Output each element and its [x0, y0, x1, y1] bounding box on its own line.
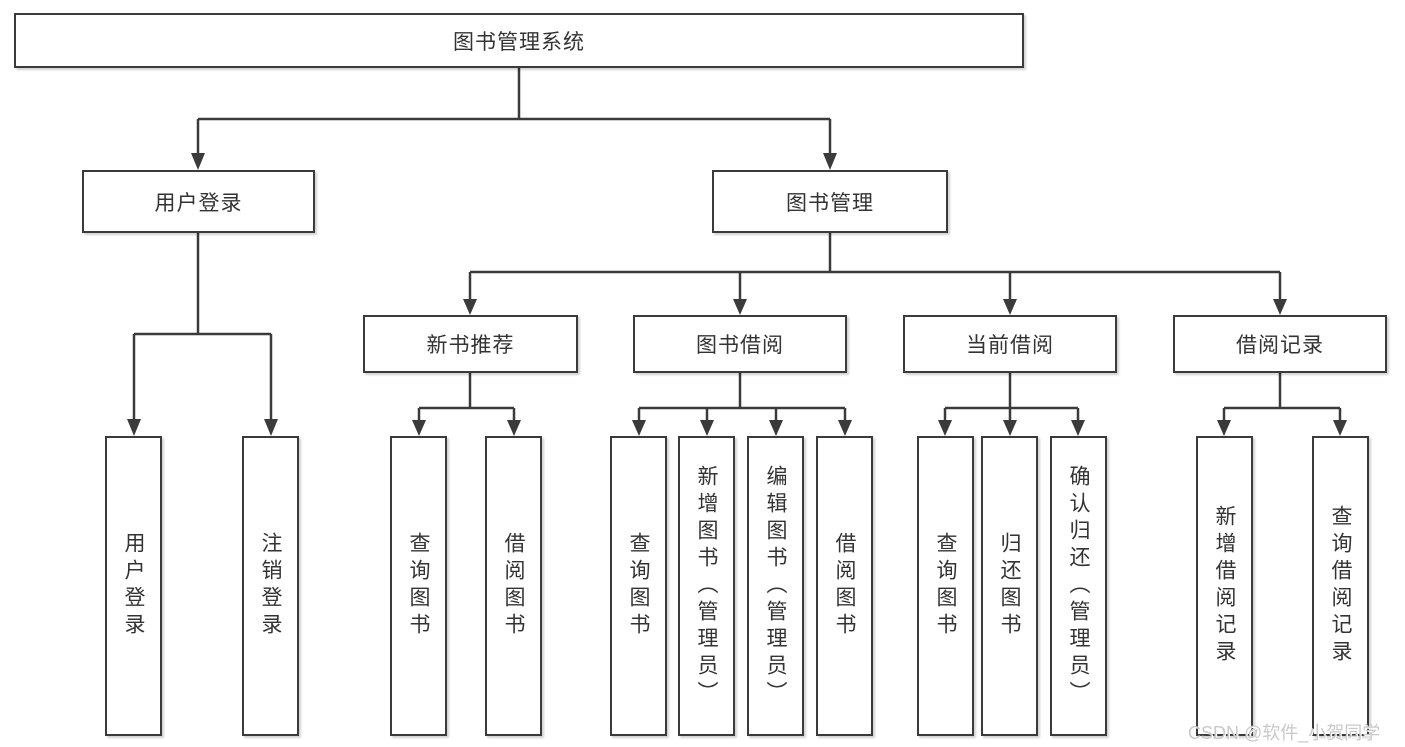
connector-book-borrow-to-leaves [632, 373, 852, 436]
node-user-login: 用户登录 [82, 170, 315, 233]
leaf-confirm-return-admin: 确认归还（管理员） [1050, 436, 1107, 736]
leaf-add-books-admin-label: 新增图书（管理员） [695, 464, 718, 708]
connector-new-book-rec-to-leaves [412, 373, 521, 436]
connector-borrow-records-to-leaves [1217, 373, 1347, 436]
node-book-management: 图书管理 [712, 170, 948, 233]
leaf-edit-books-admin-label: 编辑图书（管理员） [764, 464, 787, 708]
node-user-login-label: 用户登录 [154, 191, 243, 215]
leaf-logout: 注销登录 [242, 436, 299, 736]
node-borrow-records: 借阅记录 [1173, 315, 1387, 373]
csdn-watermark: CSDN @软件_小贺同学 [1188, 723, 1381, 743]
leaf-borrow-books-1: 借阅图书 [485, 436, 542, 736]
connector-book-mgmt-to-level3 [463, 233, 1287, 315]
leaf-query-books-1-label: 查询图书 [407, 532, 430, 640]
leaf-user-login: 用户登录 [105, 436, 162, 736]
node-new-book-recommend-label: 新书推荐 [426, 334, 515, 357]
leaf-return-books-label: 归还图书 [998, 532, 1021, 640]
leaf-add-borrow-record: 新增借阅记录 [1196, 436, 1253, 736]
leaf-logout-label: 注销登录 [259, 532, 282, 640]
leaf-add-borrow-record-label: 新增借阅记录 [1213, 505, 1236, 667]
node-book-borrow: 图书借阅 [633, 315, 847, 373]
leaf-query-borrow-record-label: 查询借阅记录 [1329, 505, 1352, 667]
connector-root-to-level2 [191, 68, 837, 170]
leaf-borrow-books-1-label: 借阅图书 [502, 532, 525, 640]
node-root-label: 图书管理系统 [453, 30, 585, 54]
leaf-add-books-admin: 新增图书（管理员） [678, 436, 735, 736]
leaf-borrow-books-2-label: 借阅图书 [833, 532, 856, 640]
leaf-borrow-books-2: 借阅图书 [816, 436, 873, 736]
leaf-confirm-return-admin-label: 确认归还（管理员） [1067, 464, 1090, 708]
node-new-book-recommend: 新书推荐 [363, 315, 578, 373]
node-root: 图书管理系统 [14, 13, 1024, 68]
leaf-query-books-1: 查询图书 [390, 436, 447, 736]
node-book-borrow-label: 图书借阅 [696, 334, 784, 357]
node-current-borrow-label: 当前借阅 [966, 334, 1054, 357]
connector-user-login-to-leaves [127, 233, 278, 436]
node-borrow-records-label: 借阅记录 [1236, 334, 1324, 357]
leaf-user-login-label: 用户登录 [122, 532, 145, 640]
node-current-borrow: 当前借阅 [903, 315, 1117, 373]
leaf-return-books: 归还图书 [981, 436, 1038, 736]
node-book-management-label: 图书管理 [786, 191, 874, 215]
leaf-query-books-2: 查询图书 [610, 436, 667, 736]
leaf-query-books-3-label: 查询图书 [934, 532, 957, 640]
leaf-query-books-2-label: 查询图书 [627, 532, 650, 640]
leaf-edit-books-admin: 编辑图书（管理员） [747, 436, 804, 736]
leaf-query-books-3: 查询图书 [917, 436, 974, 736]
leaf-query-borrow-record: 查询借阅记录 [1312, 436, 1369, 736]
connector-current-borrow-to-leaves [938, 373, 1085, 436]
